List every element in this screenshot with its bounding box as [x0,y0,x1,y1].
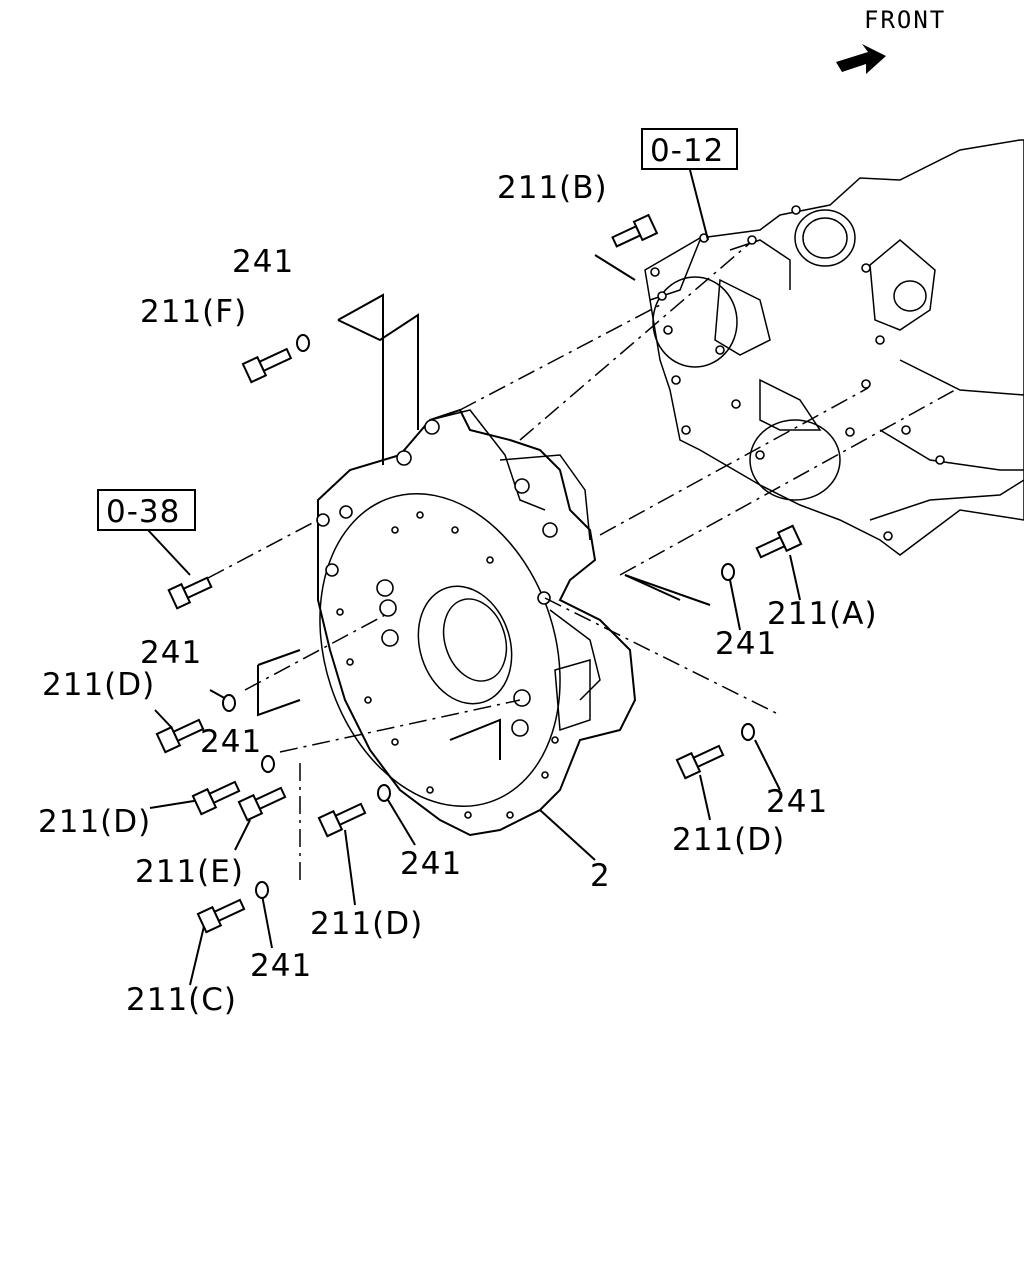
bolt-211-a-icon [755,524,803,559]
svg-text:0-12: 0-12 [650,133,724,169]
callout-241-a: 241 [715,626,777,662]
flywheel-housing [316,408,637,837]
bolt-0-38-icon [167,576,213,610]
bolt-211-d4-icon [675,744,725,780]
callout-211-c: 211(C) [126,982,237,1018]
reference-box-0-38: 0-38 [97,489,196,531]
front-arrow-icon [836,44,886,74]
bolt-211-f-icon [241,347,293,384]
callout-211-d4: 211(D) [672,822,785,858]
bolt-211-c-icon [196,898,246,934]
callout-241-d3: 241 [400,846,462,882]
callout-211-b: 211(B) [497,170,608,206]
callout-241-d1: 241 [140,635,202,671]
svg-text:0-38: 0-38 [106,494,180,530]
bolt-211-d1-icon [155,718,205,754]
callout-211-d2: 211(D) [38,804,151,840]
callout-211-d1: 211(D) [42,667,155,703]
callout-211-f: 211(F) [140,294,247,330]
callout-241-f: 241 [232,244,294,280]
bolt-211-e-icon [237,786,287,822]
callout-part-2: 2 [590,858,611,894]
reference-box-0-12: 0-12 [641,128,738,170]
bolt-211-d2-icon [191,780,241,816]
callout-211-e: 211(E) [135,854,244,890]
callout-211-d3: 211(D) [310,906,423,942]
bolt-211-b-icon [611,213,659,248]
callout-241-d4: 241 [766,784,828,820]
callout-211-a: 211(A) [767,596,878,632]
callout-241-c: 241 [250,948,312,984]
callout-241-d2: 241 [200,724,262,760]
bolt-211-d3-icon [317,802,367,838]
front-label: FRONT [864,6,946,34]
washer-241-icons [222,334,755,899]
engine-block [644,139,1024,556]
alignment-lines [207,242,956,880]
